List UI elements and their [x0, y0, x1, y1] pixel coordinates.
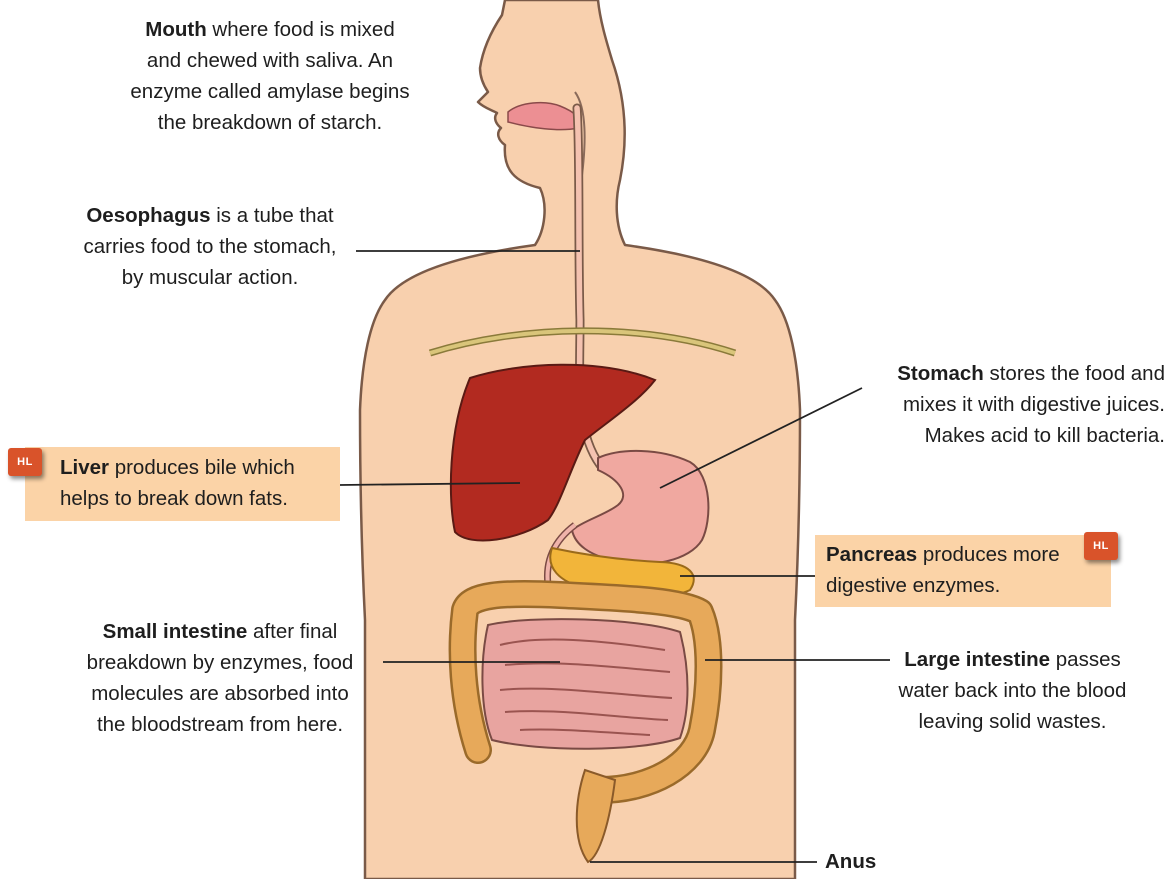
label-mouth: Mouth where food is mixed and chewed wit… [95, 14, 445, 138]
label-stomach: Stomach stores the food and mixes it wit… [815, 358, 1165, 451]
term-stomach: Stomach [897, 362, 984, 385]
term-oesophagus: Oesophagus [86, 204, 210, 227]
label-small-intestine: Small intestine after final breakdown by… [55, 616, 385, 740]
term-small-intestine: Small intestine [103, 620, 248, 643]
small-intestine [482, 619, 687, 749]
term-pancreas: Pancreas [826, 543, 917, 566]
term-liver: Liver [60, 456, 109, 479]
term-anus: Anus [825, 850, 876, 873]
label-oesophagus: Oesophagus is a tube that carries food t… [50, 200, 370, 293]
label-pancreas: Pancreas produces more digestive enzymes… [826, 539, 1086, 601]
term-large-intestine: Large intestine [904, 648, 1050, 671]
hl-badge-liver: HL [8, 448, 42, 476]
label-large-intestine: Large intestine passes water back into t… [860, 644, 1165, 737]
label-liver: Liver produces bile which helps to break… [60, 452, 340, 514]
label-anus: Anus [825, 846, 905, 877]
term-mouth: Mouth [145, 18, 206, 41]
hl-badge-pancreas: HL [1084, 532, 1118, 560]
